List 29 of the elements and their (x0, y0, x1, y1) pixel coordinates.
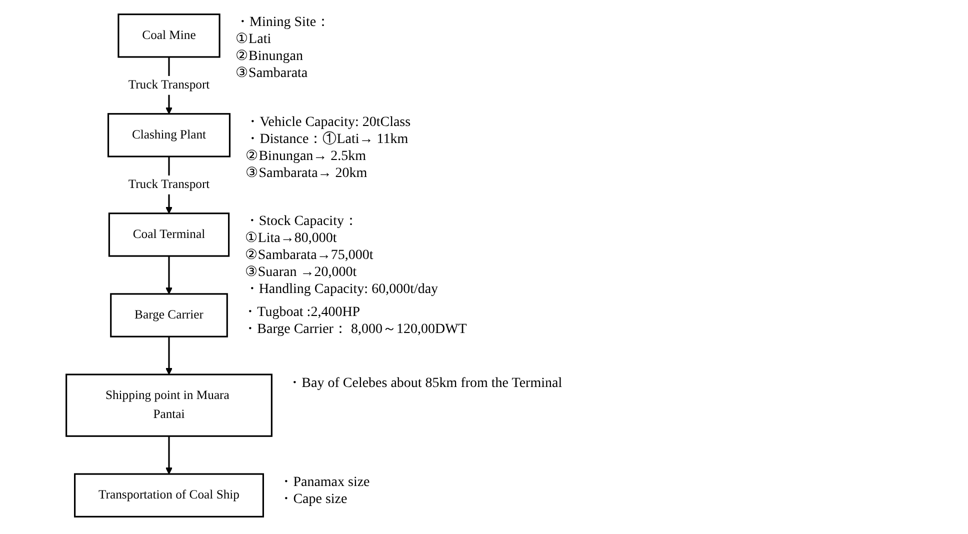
note-text: ③Sambarata (236, 65, 308, 82)
note-text: ・Vehicle Capacity: 20tClass (246, 114, 411, 131)
edge-label: Truck Transport (128, 178, 210, 192)
note-text: ・Mining Site： (236, 14, 330, 32)
arrow (166, 336, 172, 375)
process-box: Barge Carrier (110, 293, 228, 338)
note-text: ・Panamax size (279, 474, 370, 492)
arrow (166, 436, 172, 474)
note-text: ・Distance：①Lati→ 11km (246, 130, 408, 148)
edge-label: Truck Transport (128, 78, 210, 92)
note-text: ③Suaran →20,000t (244, 264, 357, 282)
note-text: ・Handling Capacity: 60,000t/day (244, 281, 438, 298)
note-text: ②Binungan (236, 48, 303, 66)
arrow (166, 256, 172, 294)
process-box: Coal Mine (118, 14, 220, 58)
process-box: Clashing Plant (107, 113, 231, 158)
note-text: ①Lati (236, 31, 272, 48)
process-box: Transportation of Coal Ship (74, 473, 264, 518)
note-text: ・Cape size (279, 491, 348, 508)
process-box: Coal Terminal (108, 212, 230, 257)
note-text: ②Sambarata→75,000t (244, 247, 374, 264)
note-text: ・Bay of Celebes about 85km from the Terminal (288, 374, 562, 392)
note-text: ・Stock Capacity： (244, 213, 358, 230)
note-text: ①Lita→80,000t (244, 230, 337, 248)
note-text: ・Barge Carrier： 8,000～120,00DWT (243, 321, 467, 338)
process-box: Shipping point in Muara Pantai (66, 374, 272, 437)
note-text: ③Sambarata→ 20km (246, 164, 368, 182)
note-text: ・Tugboat :2,400HP (243, 304, 360, 322)
note-text: ②Binungan→ 2.5km (246, 148, 366, 165)
